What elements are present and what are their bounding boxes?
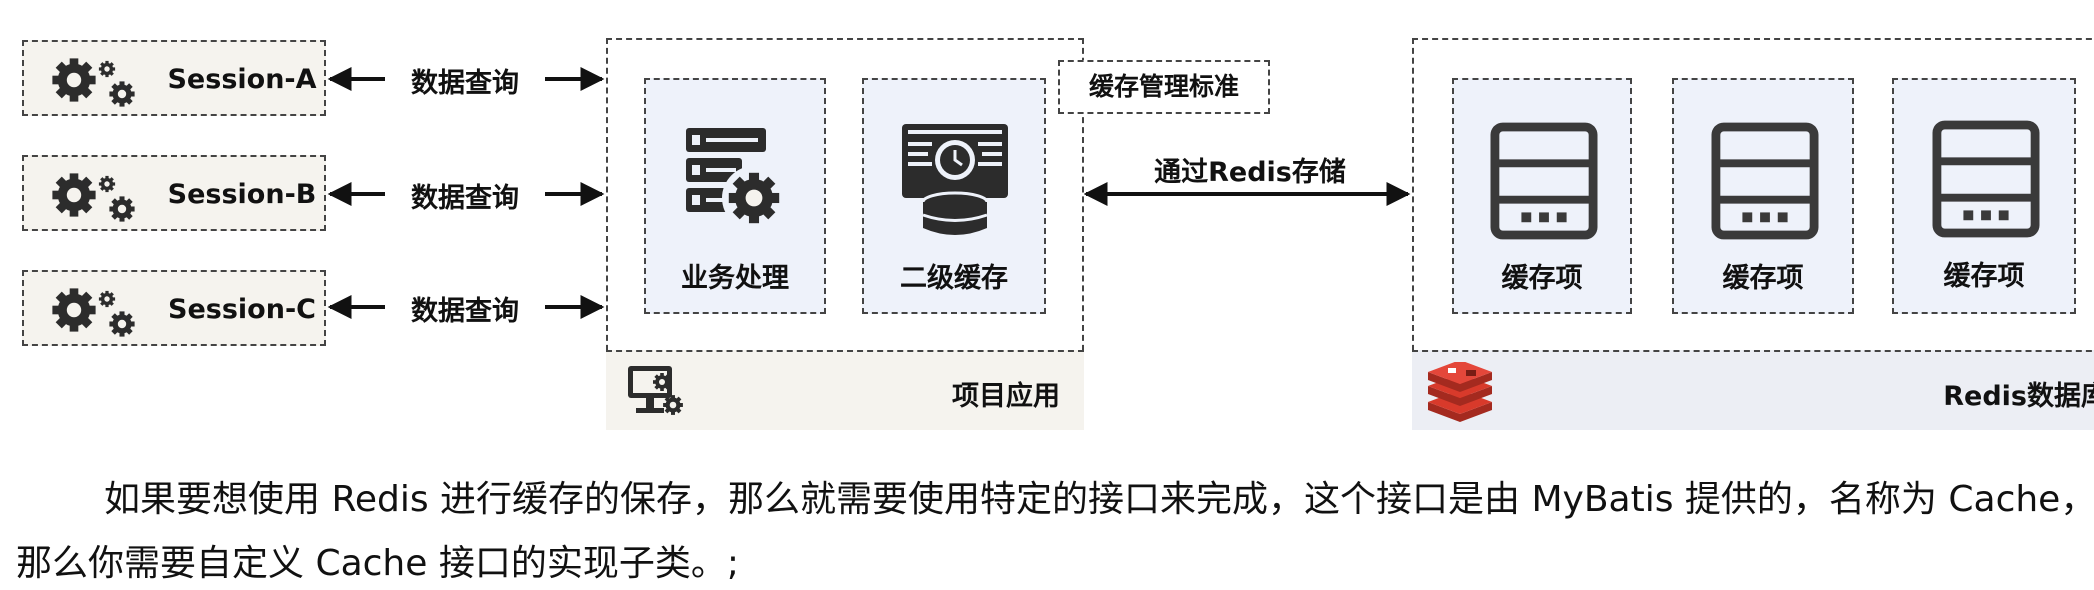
session-c-box: Session-C: [22, 270, 326, 346]
redis-link-label: 通过Redis存储: [1154, 157, 1346, 188]
cache-item-label: 缓存项: [1943, 261, 2025, 292]
server-icon: [1490, 122, 1598, 240]
secondary-cache-box: 二级缓存: [862, 78, 1046, 314]
cache-item-box: 缓存项: [1452, 78, 1632, 314]
paragraph-line-2: 那么你需要自定义 Cache 接口的实现子类。;: [16, 543, 739, 584]
server-icon: [1711, 122, 1819, 240]
session-b-box: Session-B: [22, 155, 326, 231]
database-clock-icon: [902, 124, 1008, 235]
redis-footer-label: Redis数据库: [1943, 381, 2094, 412]
cache-item-box: 缓存项: [1672, 78, 1854, 314]
query-label: 数据查询: [411, 296, 519, 327]
business-label: 业务处理: [681, 263, 789, 294]
secondary-cache-label: 二级缓存: [900, 263, 1008, 294]
server-gear-icon: [686, 128, 786, 230]
cache-item-box: 缓存项: [1892, 78, 2076, 314]
monitor-gear-icon: [628, 366, 683, 415]
paragraph-line-1: 如果要想使用 Redis 进行缓存的保存，那么就需要使用特定的接口来完成，这个接…: [104, 479, 2094, 520]
query-label: 数据查询: [411, 183, 519, 214]
project-footer-label: 项目应用: [952, 381, 1060, 412]
query-label: 数据查询: [411, 68, 519, 99]
cache-standard-callout: 缓存管理标准: [1058, 60, 1270, 114]
redis-footer: Redis数据库: [1412, 350, 2094, 430]
cache-item-label: 缓存项: [1722, 263, 1804, 294]
cache-item-label: 缓存项: [1501, 263, 1583, 294]
business-box: 业务处理: [644, 78, 826, 314]
session-a-box: Session-A: [22, 40, 326, 116]
redis-logo-icon: [1428, 362, 1492, 422]
server-icon: [1932, 120, 2040, 238]
session-label: Session-A: [167, 64, 317, 95]
session-label: Session-B: [167, 179, 317, 210]
project-footer: 项目应用: [606, 350, 1084, 430]
session-label: Session-C: [168, 294, 316, 325]
